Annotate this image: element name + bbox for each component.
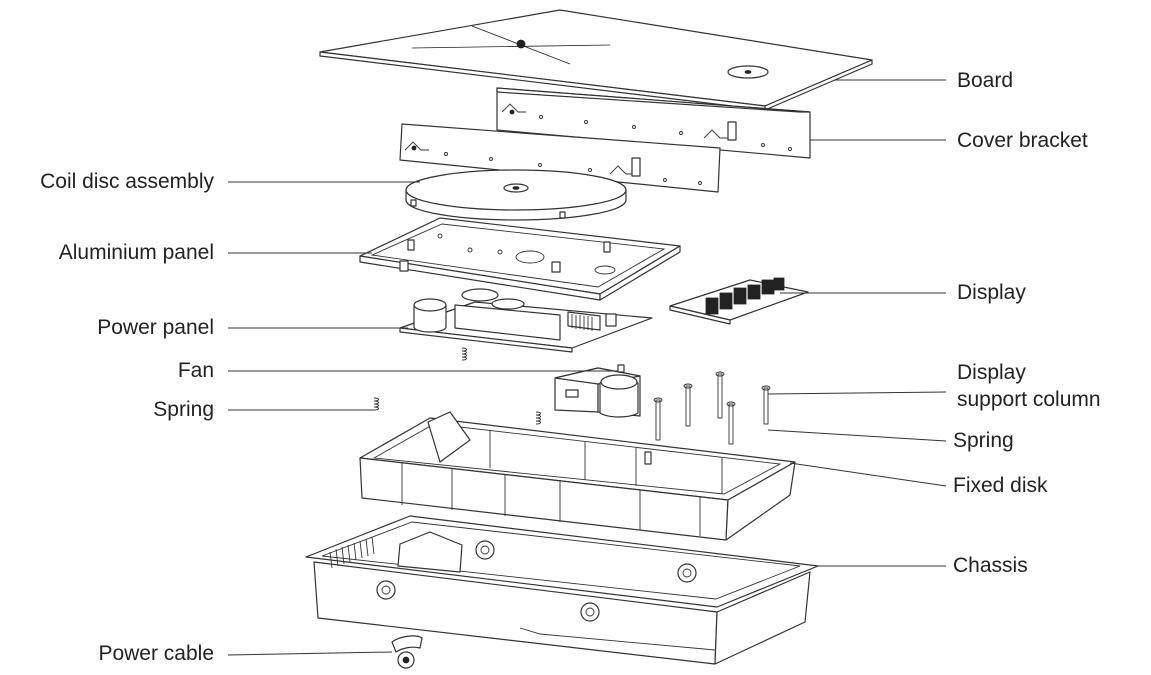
label-spring-left: Spring <box>153 398 214 421</box>
label-display-support-column-line2: support column <box>957 388 1101 411</box>
spring-left-part <box>373 397 379 411</box>
power-panel-part <box>399 288 653 353</box>
chassis-part <box>305 515 819 665</box>
display-part <box>669 277 809 325</box>
label-power-panel: Power panel <box>97 316 214 339</box>
spring-small-part <box>461 347 467 361</box>
leader-lines <box>227 79 947 656</box>
label-chassis: Chassis <box>953 554 1028 577</box>
coil-disc-part <box>405 169 627 221</box>
display-support-columns-part <box>653 371 771 445</box>
cover-bracket-front-part <box>399 123 721 193</box>
label-power-cable: Power cable <box>98 642 214 665</box>
board-part <box>319 9 873 111</box>
label-spring-right: Spring <box>953 429 1014 452</box>
label-coil-disc-assembly: Coil disc assembly <box>40 170 214 193</box>
label-fan: Fan <box>177 359 214 382</box>
fan-part <box>554 364 641 418</box>
label-board: Board <box>957 69 1014 92</box>
cover-bracket-part <box>496 87 811 159</box>
label-cover-bracket: Cover bracket <box>957 129 1088 152</box>
power-cable-part <box>391 635 423 669</box>
spring-mid-part <box>535 411 541 425</box>
fixed-disk-part <box>359 411 796 541</box>
label-display: Display <box>957 281 1026 304</box>
label-aluminium-panel: Aluminium panel <box>58 241 214 264</box>
label-display-support-column-line1: Display <box>957 361 1026 384</box>
aluminium-panel-part <box>359 217 681 301</box>
label-fixed-disk: Fixed disk <box>953 474 1048 497</box>
